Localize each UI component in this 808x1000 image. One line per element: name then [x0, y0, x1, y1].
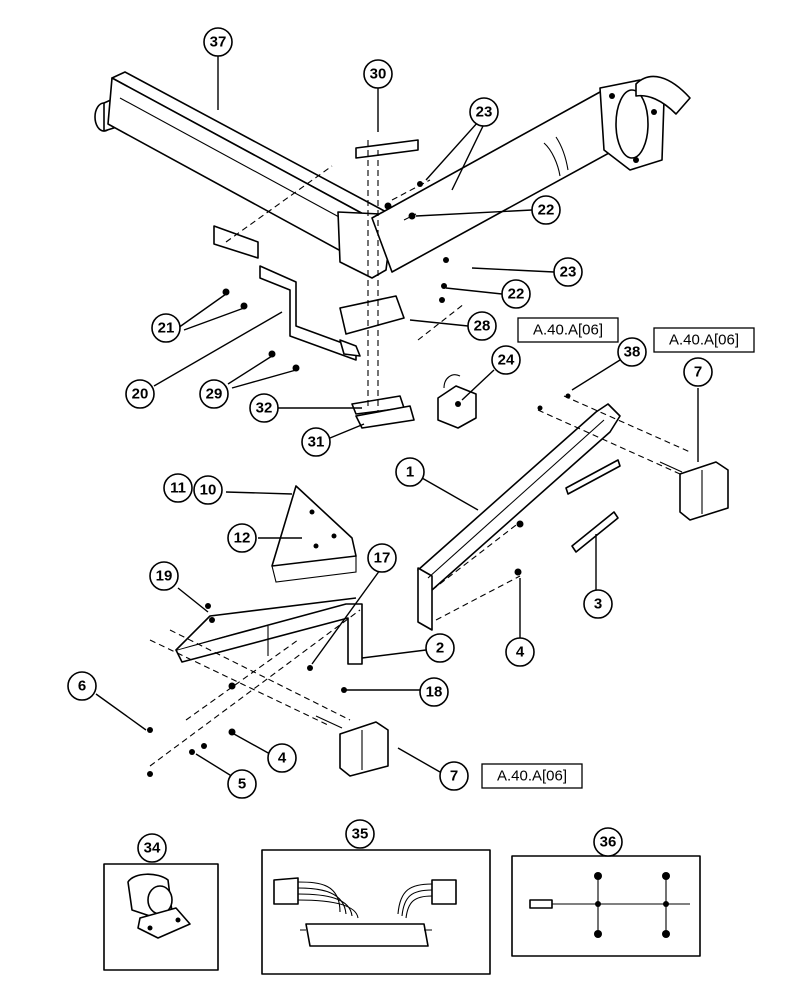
svg-text:1: 1 [406, 464, 414, 481]
callout-23-upper: 23 [469, 97, 499, 127]
svg-text:19: 19 [156, 568, 173, 585]
svg-text:29: 29 [206, 386, 223, 403]
callout-23-lower: 23 [553, 257, 583, 287]
callout-6: 6 [67, 671, 97, 701]
lamp-part-7-lower [315, 715, 389, 777]
callout-19: 19 [149, 561, 179, 591]
svg-text:34: 34 [144, 840, 161, 857]
plate-part-28 [339, 295, 405, 335]
callout-7-lower: 7 [439, 761, 469, 791]
svg-text:2: 2 [436, 640, 444, 657]
callout-5: 5 [227, 769, 257, 799]
callout-4-left: 4 [267, 743, 297, 773]
svg-text:35: 35 [352, 826, 369, 843]
callout-34: 34 [137, 833, 167, 863]
detail-panel-34 [103, 863, 219, 971]
svg-text:3: 3 [594, 596, 602, 613]
svg-text:37: 37 [210, 34, 227, 51]
svg-text:6: 6 [78, 678, 86, 695]
svg-text:7: 7 [694, 364, 702, 381]
callout-1: 1 [395, 457, 425, 487]
svg-text:36: 36 [600, 834, 617, 851]
svg-text:32: 32 [256, 400, 273, 417]
svg-text:22: 22 [508, 286, 525, 303]
callout-7-upper: 7 [683, 357, 713, 387]
svg-text:4: 4 [516, 644, 525, 661]
lamp-part-24 [437, 374, 477, 429]
callout-30: 30 [363, 59, 393, 89]
svg-text:5: 5 [238, 776, 246, 793]
svg-text:24: 24 [498, 352, 515, 369]
svg-text:20: 20 [132, 386, 149, 403]
callout-38: 38 [617, 337, 647, 367]
decal-part-30 [355, 139, 419, 159]
pin-part-3b [571, 511, 619, 553]
svg-text:30: 30 [370, 66, 387, 83]
callout-22-upper: 22 [531, 195, 561, 225]
lamp-part-7-upper [659, 461, 729, 521]
callout-22-lower: 22 [501, 279, 531, 309]
svg-text:11: 11 [170, 480, 186, 497]
svg-text:A.40.A[06]: A.40.A[06] [669, 332, 739, 349]
svg-text:28: 28 [474, 318, 491, 335]
reflector-part-12 [271, 485, 357, 583]
callout-29: 29 [199, 379, 229, 409]
callout-32: 32 [249, 393, 279, 423]
leader-lines [95, 56, 699, 781]
callout-20: 20 [125, 379, 155, 409]
pin-part-3 [565, 459, 621, 495]
svg-text:23: 23 [476, 104, 493, 121]
callout-37: 37 [203, 27, 233, 57]
svg-text:17: 17 [374, 550, 391, 567]
svg-text:22: 22 [538, 202, 555, 219]
svg-text:31: 31 [308, 434, 325, 451]
detail-panel-36 [511, 855, 701, 957]
reference-box-lower[interactable]: A.40.A[06] [481, 763, 583, 789]
reference-box-upper-left[interactable]: A.40.A[06] [517, 317, 619, 343]
reference-box-upper-right[interactable]: A.40.A[06] [653, 327, 755, 353]
callout-2: 2 [425, 633, 455, 663]
callout-18: 18 [419, 677, 449, 707]
callout-24: 24 [491, 345, 521, 375]
callout-3: 3 [583, 589, 613, 619]
detail-panel-35 [261, 849, 491, 975]
svg-text:18: 18 [426, 684, 443, 701]
callout-36: 36 [593, 827, 623, 857]
callout-11: 11 [163, 473, 193, 503]
arm-part-2 [175, 597, 363, 665]
decal-part-31 [355, 405, 415, 429]
svg-text:21: 21 [158, 320, 175, 337]
callout-28: 28 [467, 311, 497, 341]
fasteners [147, 181, 571, 777]
callout-35: 35 [345, 819, 375, 849]
svg-text:A.40.A[06]: A.40.A[06] [497, 768, 567, 785]
svg-text:12: 12 [234, 530, 251, 547]
hardware-lines [149, 140, 691, 767]
callout-4-right: 4 [505, 637, 535, 667]
svg-text:23: 23 [560, 264, 577, 281]
svg-text:7: 7 [450, 768, 458, 785]
callout-10: 10 [193, 475, 223, 505]
callout-12: 12 [227, 523, 257, 553]
svg-text:4: 4 [278, 750, 287, 767]
svg-text:10: 10 [200, 482, 217, 499]
main-tube-assembly [94, 71, 691, 279]
svg-text:38: 38 [624, 344, 641, 361]
callout-31: 31 [301, 427, 331, 457]
bracket-part-20 [259, 265, 361, 361]
callout-21: 21 [151, 313, 181, 343]
callout-17: 17 [367, 543, 397, 573]
svg-text:A.40.A[06]: A.40.A[06] [533, 322, 603, 339]
